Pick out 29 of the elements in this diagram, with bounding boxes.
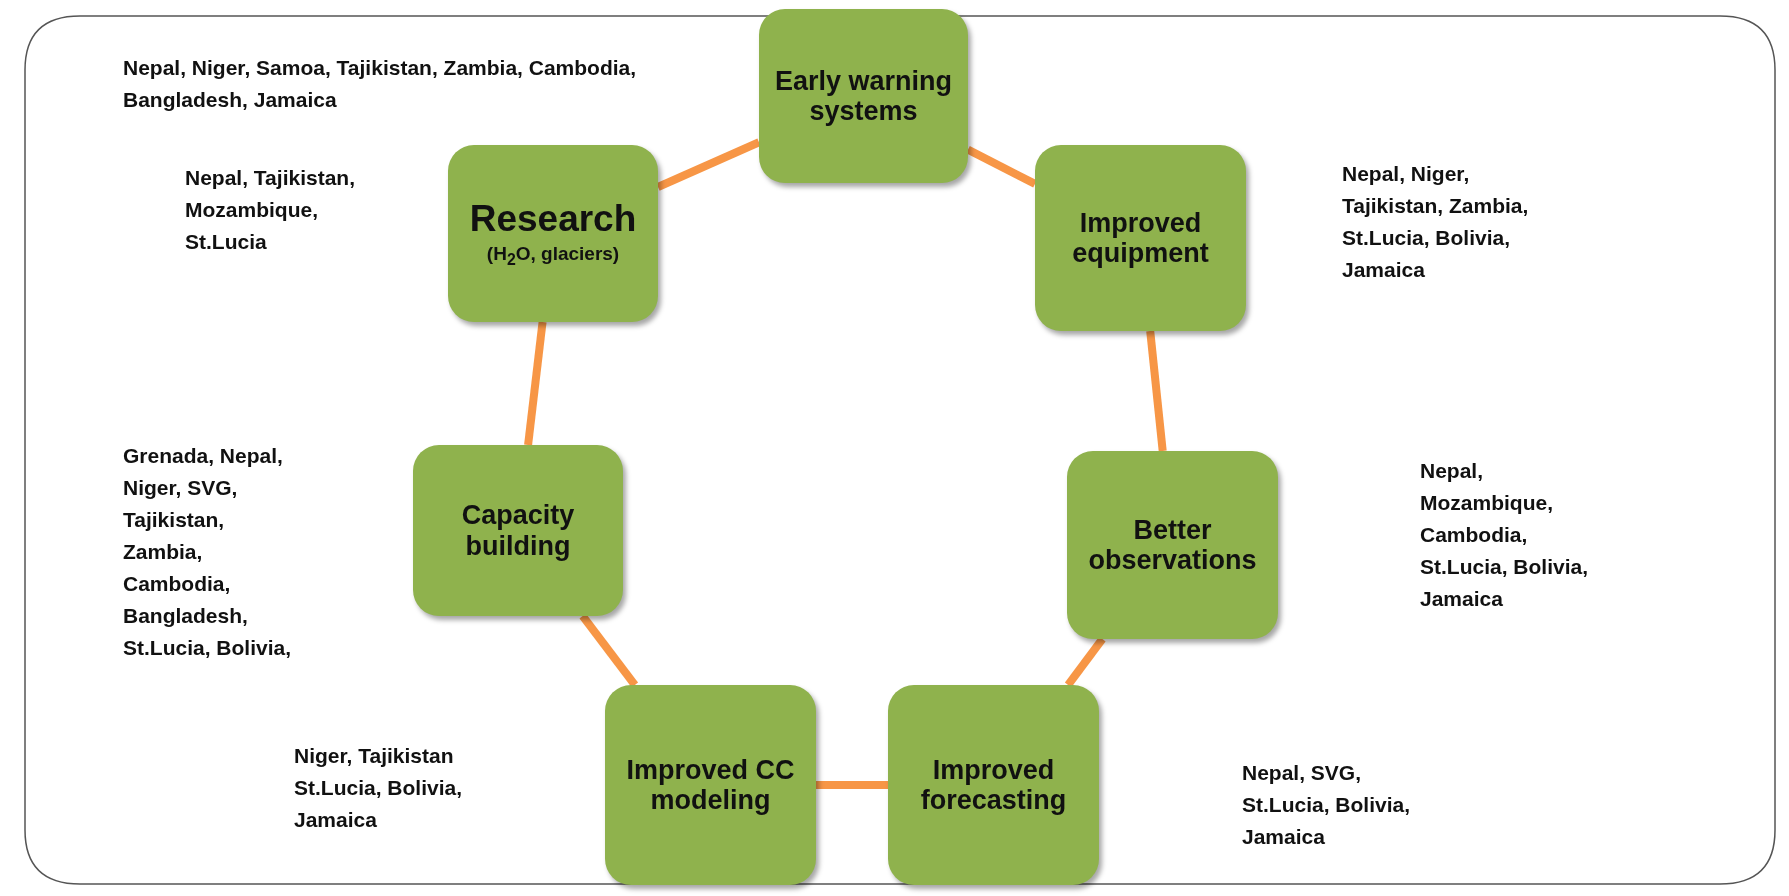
- node-label: Improved CC modeling: [625, 754, 796, 816]
- process-box: [413, 445, 623, 616]
- connector-line: [966, 146, 1037, 188]
- connector-line: [1146, 330, 1167, 452]
- connector-line: [524, 321, 547, 446]
- node-label: Better observations: [1087, 514, 1258, 576]
- node-subtitle: (H$_{2}$O, glaciers): [486, 243, 620, 269]
- process-box: [448, 145, 658, 322]
- connector-line: [816, 781, 888, 789]
- process-box: [1035, 145, 1246, 331]
- connector-line: [656, 138, 761, 191]
- node-label: Improved forecasting: [919, 754, 1068, 816]
- node-label: Research: [469, 198, 637, 240]
- country-list: Grenada, Nepal, Niger, SVG, Tajikistan, Zambia, Cambodia, Bangladesh, St.Lucia, Bolivia,: [123, 440, 298, 664]
- country-list: Nepal, Niger, Samoa, Tajikistan, Zambia, Cambodia, Bangladesh, Jamaica: [123, 52, 683, 116]
- connector-line: [579, 613, 639, 688]
- process-box: [1067, 451, 1278, 639]
- node-label: Early warning systems: [773, 65, 954, 127]
- country-list: Nepal, Tajikistan, Mozambique, St.Lucia: [185, 162, 370, 258]
- country-list: Niger, Tajikistan St.Lucia, Bolivia, Jamaica: [294, 740, 494, 836]
- process-box: [605, 685, 816, 885]
- connector-line: [1064, 636, 1106, 688]
- process-box: [759, 9, 968, 183]
- country-list: Nepal, Niger, Tajikistan, Zambia, St.Lucia, Bolivia, Jamaica: [1342, 158, 1552, 286]
- country-list: Nepal, SVG, St.Lucia, Bolivia, Jamaica: [1242, 757, 1437, 853]
- process-box: [888, 685, 1099, 885]
- node-label: Improved equipment: [1071, 207, 1210, 269]
- node-label: Capacity building: [460, 500, 576, 561]
- country-list: Nepal, Mozambique, Cambodia, St.Lucia, Bolivia, Jamaica: [1420, 455, 1610, 615]
